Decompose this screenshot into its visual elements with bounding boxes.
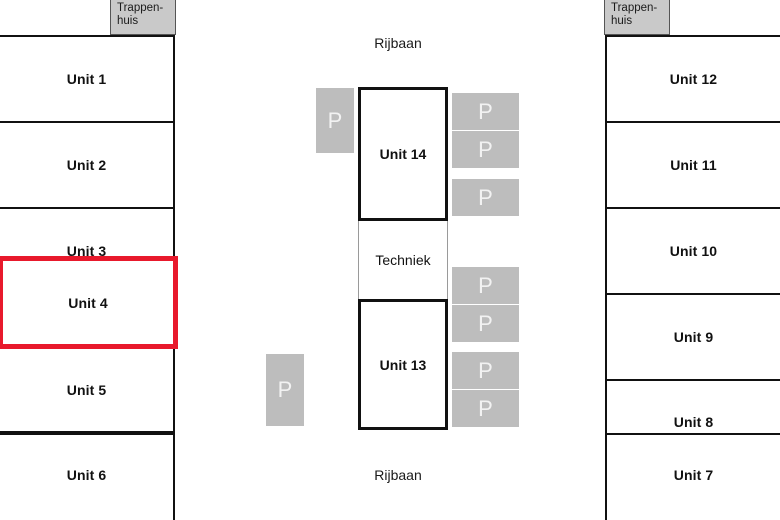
stairwell-label: Trappen- huis [611, 2, 658, 27]
unit-label: Unit 12 [669, 71, 718, 87]
parking-symbol: P [478, 98, 493, 124]
parking-stall-right-upper-2[interactable]: P [452, 131, 519, 168]
parking-symbol: P [478, 357, 493, 383]
unit-label: Unit 10 [669, 243, 718, 259]
unit-cell-unit-4[interactable]: Unit 4 [0, 256, 178, 349]
parking-stall-right-lower-4[interactable]: P [452, 390, 519, 427]
stairwell-top-right[interactable]: Trappen- huis [604, 0, 670, 35]
parking-stall-right-upper-3[interactable]: P [452, 179, 519, 216]
unit-cell-unit-2[interactable]: Unit 2 [0, 121, 175, 209]
unit-label: Unit 5 [66, 382, 107, 398]
parking-symbol: P [327, 107, 343, 133]
parking-symbol: P [478, 136, 493, 162]
unit-cell-unit-12[interactable]: Unit 12 [605, 35, 780, 123]
unit-label: Unit 11 [670, 157, 717, 173]
unit-cell-unit-5[interactable]: Unit 5 [0, 347, 175, 433]
unit-cell-unit-11[interactable]: Unit 11 [605, 121, 780, 209]
road-label-bottom: Rijbaan [374, 467, 422, 483]
unit-cell-unit-10[interactable]: Unit 10 [605, 207, 780, 295]
unit-label: Unit 1 [66, 71, 107, 87]
parking-stall-right-lower-1[interactable]: P [452, 267, 519, 304]
parking-stall-lower-left[interactable]: P [266, 354, 304, 426]
unit-cell-unit-7[interactable]: Unit 7 [605, 433, 780, 520]
unit-cell-unit-13[interactable]: Unit 13 [358, 299, 448, 430]
unit-label: Unit 2 [66, 157, 107, 173]
unit-cell-unit-14[interactable]: Unit 14 [358, 87, 448, 221]
parking-symbol: P [478, 184, 493, 210]
unit-cell-unit-6[interactable]: Unit 6 [0, 433, 175, 520]
parking-symbol: P [277, 377, 293, 402]
parking-symbol: P [478, 395, 493, 421]
unit-label: Unit 6 [66, 467, 107, 483]
unit-label: Unit 7 [673, 467, 714, 483]
stairwell-label: Trappen- huis [117, 2, 164, 27]
parking-stall-right-lower-3[interactable]: P [452, 352, 519, 389]
unit-cell-unit-1[interactable]: Unit 1 [0, 35, 175, 123]
unit-label: Unit 9 [673, 329, 714, 345]
unit-label: Unit 4 [68, 294, 108, 311]
parking-stall-right-lower-2[interactable]: P [452, 305, 519, 342]
technical-room-label: Techniek [375, 252, 431, 268]
parking-symbol: P [478, 272, 493, 298]
technical-room-techniek[interactable]: Techniek [358, 220, 448, 300]
unit-cell-unit-9[interactable]: Unit 9 [605, 293, 780, 381]
unit-label: Unit 8 [673, 414, 714, 430]
unit-label: Unit 13 [379, 356, 427, 373]
road-label-top: Rijbaan [374, 35, 422, 51]
parking-stall-upper-left[interactable]: P [316, 88, 354, 153]
unit-label: Unit 14 [379, 146, 427, 162]
parking-stall-right-upper-1[interactable]: P [452, 93, 519, 130]
parking-symbol: P [478, 310, 493, 336]
unit-label: Unit 3 [66, 243, 107, 259]
stairwell-top-left[interactable]: Trappen- huis [110, 0, 176, 35]
